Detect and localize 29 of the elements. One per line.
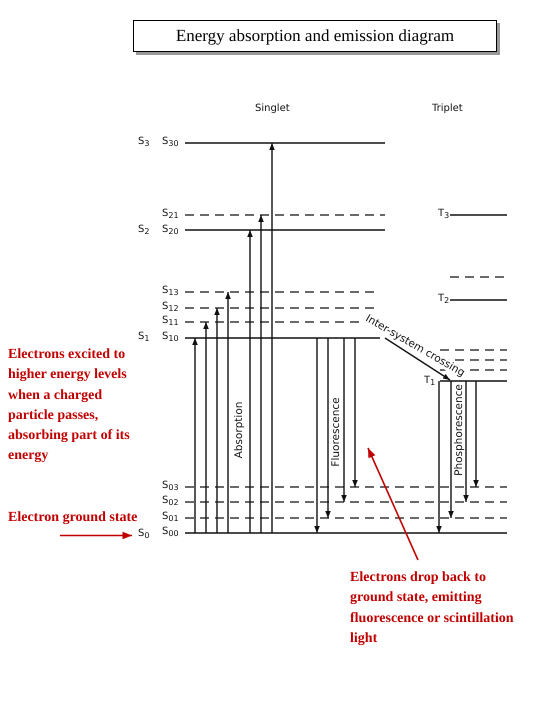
level-label: S$_{00}$ — [162, 527, 179, 538]
level-label: S$_{10}$ — [162, 332, 179, 343]
level-label: S$_{1}$ — [138, 332, 150, 343]
level-label: S$_{20}$ — [162, 225, 179, 236]
level-label: S$_{02}$ — [162, 496, 179, 507]
transition-label: Absorption — [234, 402, 244, 458]
level-label: S$_{13}$ — [162, 286, 179, 297]
annotation-text: Electrons drop back to ground state, emitting fluorescence or scintillation light — [350, 568, 515, 650]
level-label: S$_{11}$ — [162, 316, 179, 327]
level-label: S$_{3}$ — [138, 137, 150, 148]
level-label: S$_{21}$ — [162, 209, 179, 220]
annotation-text: Electrons excited to higher energy levels when a charged particle passes, absorbing part of its energy — [8, 346, 131, 466]
arrow — [60, 532, 132, 540]
level-label: S$_{30}$ — [162, 137, 179, 148]
level-label: S$_{03}$ — [162, 481, 179, 492]
level-label: S$_{2}$ — [138, 225, 150, 236]
transition-label: Fluorescence — [330, 397, 342, 467]
level-label: S$_{0}$ — [138, 529, 150, 540]
level-label: T$_{2}$ — [438, 294, 450, 305]
annotation-text: Electron ground state — [8, 508, 138, 528]
arrow — [367, 448, 419, 560]
level-label: T$_{1}$ — [424, 376, 436, 387]
level-label: S$_{01}$ — [162, 512, 179, 523]
level-label: T$_{3}$ — [438, 209, 450, 220]
level-label: Triplet — [432, 104, 463, 114]
transition-label: Phosphorescence — [453, 384, 464, 476]
level-label: Singlet — [255, 104, 290, 114]
level-label: S$_{12}$ — [162, 302, 179, 313]
title: Energy absorption and emission diagram — [133, 20, 497, 52]
